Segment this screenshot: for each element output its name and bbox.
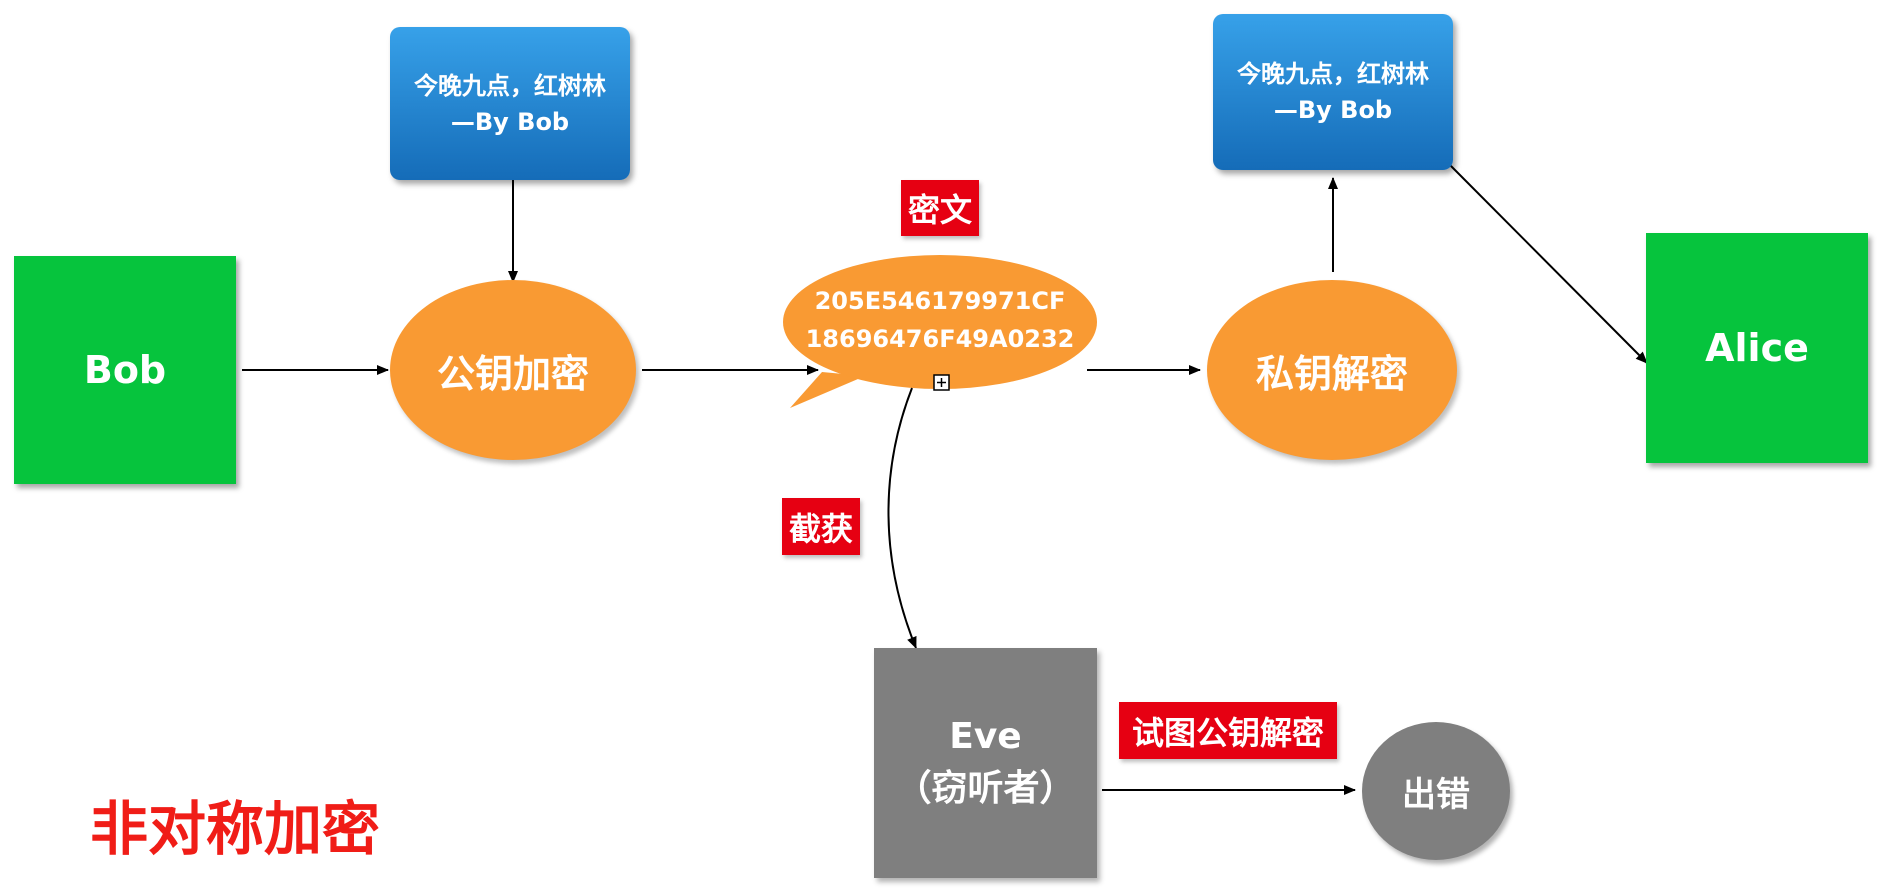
- node-private-key-decrypt: 私钥解密: [1207, 280, 1457, 460]
- tag-ciphertext: 密文: [901, 180, 979, 236]
- node-eve: Eve （窃听者）: [874, 648, 1097, 878]
- node-private-key-decrypt-label: 私钥解密: [1255, 351, 1408, 396]
- tag-intercept-label: 截获: [788, 509, 853, 548]
- message-note-right-line1: 今晚九点，红树林: [1237, 60, 1429, 88]
- arrow-ciphertext-to-eve: [887, 387, 917, 649]
- ciphertext-line2: 18696476F49A0232: [805, 325, 1075, 353]
- node-alice: Alice: [1646, 233, 1868, 463]
- node-public-key-encrypt: 公钥加密: [390, 280, 636, 460]
- message-note-right: 今晚九点，红树林 —By Bob: [1213, 14, 1453, 170]
- tag-intercept: 截获: [782, 498, 860, 555]
- ciphertext-bubble-shape: [783, 255, 1097, 408]
- node-error-label: 出错: [1402, 774, 1470, 815]
- tag-try-public-key-decrypt: 试图公钥解密: [1119, 702, 1337, 759]
- tag-ciphertext-label: 密文: [907, 191, 972, 229]
- node-public-key-encrypt-label: 公钥加密: [436, 351, 589, 396]
- message-note-left-line1: 今晚九点，红树林: [414, 71, 606, 100]
- message-note-right-line2: —By Bob: [1273, 96, 1393, 124]
- tag-try-public-key-decrypt-label: 试图公钥解密: [1131, 713, 1324, 752]
- message-note-left: 今晚九点，红树林 —By Bob: [390, 27, 630, 180]
- ciphertext-line1: 205E546179971CF: [814, 287, 1066, 315]
- ciphertext-bubble: 205E546179971CF 18696476F49A0232: [790, 282, 1090, 358]
- expand-icon: [933, 374, 950, 391]
- message-note-left-line2: —By Bob: [450, 107, 570, 136]
- diagram-title: 非对称加密: [90, 795, 381, 863]
- node-error: 出错: [1362, 722, 1510, 860]
- arrow-note-to-alice: [1446, 161, 1648, 364]
- node-bob-label: Bob: [83, 348, 167, 392]
- node-eve-name: Eve: [949, 716, 1022, 757]
- node-alice-label: Alice: [1705, 326, 1809, 370]
- node-eve-role: （窃听者）: [895, 768, 1076, 809]
- node-bob: Bob: [14, 256, 236, 484]
